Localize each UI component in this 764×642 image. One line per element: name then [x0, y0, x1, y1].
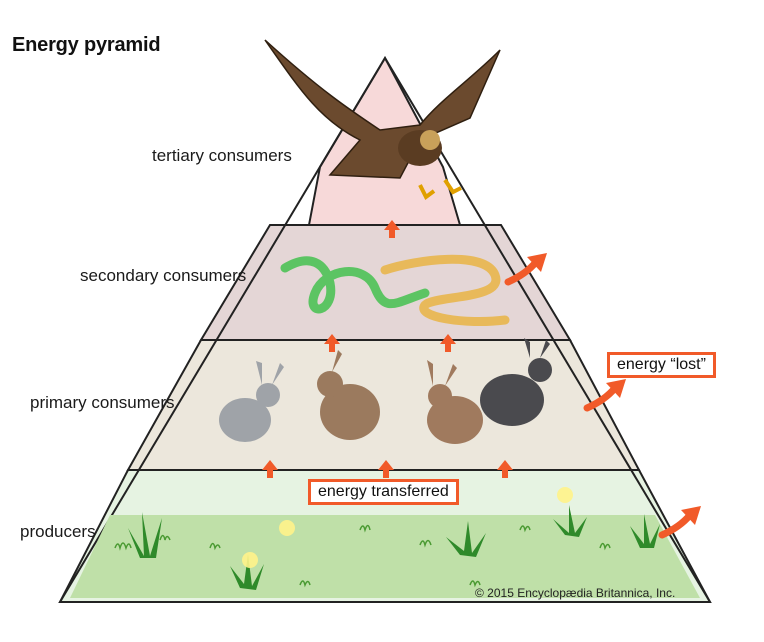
arrow-up-icon	[262, 220, 513, 478]
callout-energy-transferred: energy transferred	[308, 479, 459, 505]
label-producers: producers	[20, 522, 96, 541]
eagle-icon	[264, 39, 501, 201]
label-tertiary-consumers: tertiary consumers	[152, 146, 292, 165]
flower-icon	[230, 487, 587, 590]
page-title: Energy pyramid	[12, 34, 161, 56]
snake-icon	[280, 254, 510, 326]
label-primary-consumers: primary consumers	[30, 393, 175, 412]
label-secondary-consumers: secondary consumers	[80, 266, 247, 285]
copyright-notice: © 2015 Encyclopædia Britannica, Inc.	[475, 586, 676, 600]
rabbit-icon	[219, 338, 552, 444]
callout-energy-lost: energy “lost”	[607, 352, 716, 378]
grass-icon	[128, 512, 660, 558]
grass-field	[70, 515, 700, 598]
